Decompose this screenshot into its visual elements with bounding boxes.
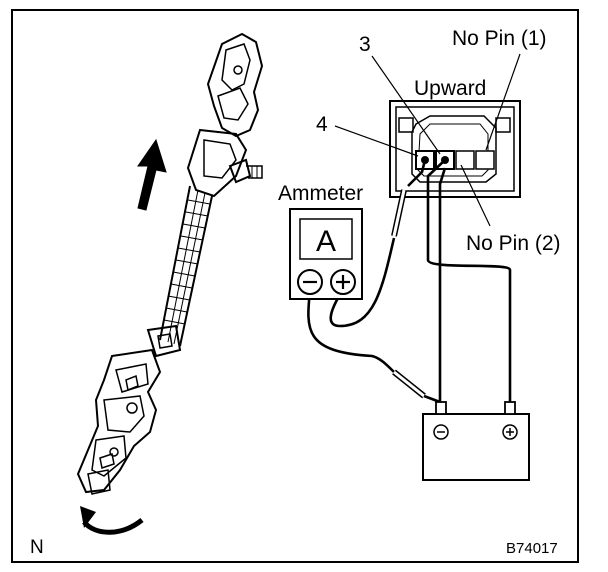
- connector: [389, 100, 521, 198]
- upward-arrow-icon: [137, 138, 167, 211]
- seat-belt-pretensioner-assembly: [76, 32, 264, 495]
- corner-mark: N: [30, 537, 44, 558]
- figure-code: B74017: [506, 540, 558, 557]
- meter-letter: A: [316, 225, 336, 258]
- leader-lines: [334, 53, 521, 227]
- label-ammeter: Ammeter: [278, 182, 363, 205]
- wires: [307, 159, 512, 404]
- label-pin-3: 3: [359, 33, 371, 56]
- rotation-arrow-icon: [80, 506, 144, 535]
- no-pin-2: [455, 150, 475, 170]
- battery-icon: [422, 401, 530, 481]
- plus-icon: [336, 275, 350, 289]
- label-no-pin-1: No Pin (1): [452, 27, 547, 50]
- ammeter-icon: [289, 208, 363, 300]
- label-upward: Upward: [414, 77, 486, 100]
- no-pin-1: [475, 150, 495, 170]
- label-pin-4: 4: [316, 113, 328, 136]
- label-no-pin-2: No Pin (2): [466, 232, 561, 255]
